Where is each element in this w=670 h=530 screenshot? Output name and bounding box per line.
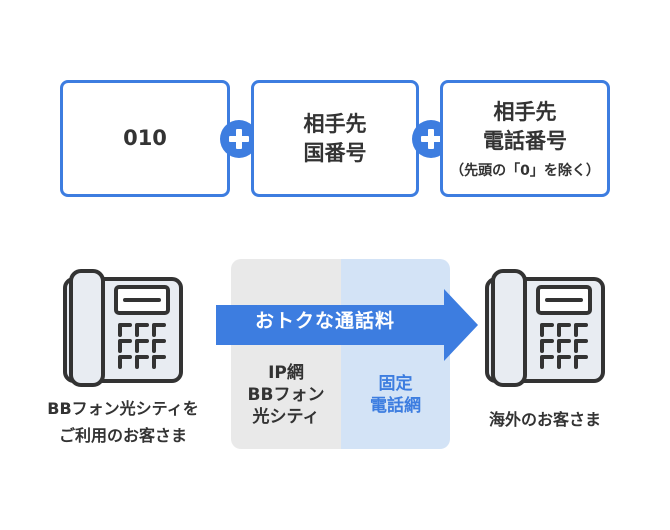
fixed-network-line1: 固定 [378,374,413,394]
fixed-network-label: 固定 電話網 [341,373,450,417]
telephone-icon [63,269,183,387]
country-code-line2: 国番号 [303,140,367,165]
ip-network-line2: BBフォン [247,385,325,405]
arrow-label: おトクな通話料 [254,310,395,332]
left-caller-caption: BBフォン光シティを ご利用のお客さま [30,395,216,449]
ip-network-area [231,259,341,449]
phone-number-line2: 電話番号 [483,128,567,153]
right-caller-line1: 海外のお客さま [488,410,601,429]
right-caller-caption: 海外のお客さま [465,406,625,433]
phone-number-box: 相手先 電話番号 （先頭の「0」を除く） [440,80,610,197]
ip-network-line3: 光シティ [252,407,320,427]
prefix-number: 010 [123,126,167,150]
prefix-box: 010 [60,80,230,197]
left-caller-line2: ご利用のお客さま [58,426,187,445]
telephone-icon [485,269,605,387]
call-flow-arrow [216,289,478,361]
ip-network-label: IP網 BBフォン 光シティ [231,362,341,428]
ip-network-line1: IP網 [268,363,304,383]
country-code-line1: 相手先 [303,111,367,136]
country-code-box: 相手先 国番号 [251,80,419,197]
phone-number-line1: 相手先 [493,99,557,124]
fixed-network-area [341,259,450,449]
phone-number-note: （先頭の「0」を除く） [450,162,600,179]
fixed-network-line2: 電話網 [370,396,421,416]
left-caller-line1: BBフォン光シティを [47,399,199,418]
network-panel [231,259,450,449]
